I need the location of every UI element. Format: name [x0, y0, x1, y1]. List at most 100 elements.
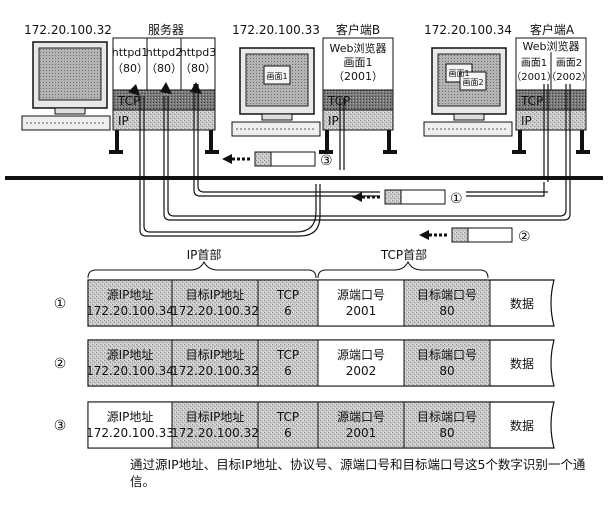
- field-label: 源端口号: [337, 348, 385, 362]
- client-a-computer-icon: [423, 47, 513, 137]
- client-b-title: 客户端B: [336, 22, 380, 37]
- packet-3: [222, 151, 316, 167]
- client-a-app-label: Web浏览器: [523, 39, 580, 53]
- field-label: TCP: [276, 348, 299, 362]
- tcp-header-group-label: TCP首部: [380, 247, 427, 262]
- client-b-protocol-stack: [319, 37, 397, 154]
- packet-3-marker: ③: [320, 153, 333, 169]
- row-number: ①: [54, 296, 67, 312]
- ip-header-group-label: IP首部: [187, 247, 222, 262]
- arrowheads: [128, 82, 202, 96]
- client-b-ip-label: 172.20.100.33: [232, 23, 320, 37]
- header-field-cell: [317, 401, 405, 449]
- data-payload-label: 数据: [510, 356, 534, 371]
- packet-2-marker: ②: [518, 229, 531, 245]
- field-value: 172.20.100.33: [86, 426, 174, 440]
- client-b-port-label: （2001）: [333, 70, 383, 83]
- client-a-screen-window2-label: 画面2: [462, 78, 483, 87]
- field-value: 6: [284, 304, 292, 318]
- field-label: 目标IP地址: [186, 348, 245, 362]
- field-value: 172.20.100.34: [86, 364, 174, 378]
- field-value: 2001: [346, 304, 377, 318]
- header-field-cell: [87, 279, 173, 327]
- field-value: 172.20.100.32: [171, 304, 259, 318]
- header-field-cell: [171, 279, 259, 327]
- client-a-port1-label: （2001）: [511, 71, 556, 83]
- server-ip-layer-label: IP: [118, 114, 129, 128]
- field-value: 2001: [346, 426, 377, 440]
- header-field-cell: [171, 339, 259, 387]
- server-ip-label: 172.20.100.32: [24, 23, 112, 37]
- field-label: 源IP地址: [107, 288, 154, 302]
- field-value: 6: [284, 364, 292, 378]
- header-field-cell: [403, 279, 491, 327]
- field-value: 172.20.100.32: [171, 364, 259, 378]
- data-payload-label: 数据: [510, 296, 534, 311]
- server-title: 服务器: [148, 22, 184, 37]
- client-a-screen-window1-label: 画面1: [448, 69, 469, 78]
- field-label: 目标IP地址: [186, 410, 245, 424]
- field-value: 80: [439, 426, 454, 440]
- header-table: ①源IP地址172.20.100.34目标IP地址172.20.100.32TC…: [54, 279, 555, 449]
- header-field-cell: [257, 339, 319, 387]
- header-row: ③ 源IP地址 172.20.100.33 目标IP地址 172.20.100.32 TC…: [54, 401, 555, 449]
- header-field-cell: [257, 279, 319, 327]
- client-a-ip-label: 172.20.100.34: [424, 23, 512, 37]
- client-a-port2-label: （2002）: [546, 71, 591, 83]
- field-label: 源IP地址: [107, 348, 154, 362]
- client-a-ip-layer-label: IP: [521, 114, 532, 128]
- field-value: 172.20.100.34: [86, 304, 174, 318]
- httpd2-port: （80）: [146, 62, 182, 75]
- header-field-cell: [87, 339, 173, 387]
- client-b-screen-window-label: 画面1: [266, 72, 287, 81]
- httpd1-port: （80）: [112, 62, 148, 75]
- figure-caption: 通过源IP地址、目标IP地址、协议号、源端口号和目标端口号这5个数字识别一个通信…: [130, 457, 586, 489]
- packet-2: [419, 227, 513, 243]
- client-a-window1-label: 画面1: [521, 58, 547, 69]
- field-label: 源IP地址: [107, 410, 154, 424]
- httpd3-label: httpd3: [180, 46, 217, 59]
- header-field-cell: [171, 401, 259, 449]
- connection-paths: [139, 84, 571, 237]
- field-value: 80: [439, 364, 454, 378]
- header-field-cell: [403, 339, 491, 387]
- server-computer-icon: [21, 41, 111, 131]
- client-a-protocol-stack: [512, 37, 590, 154]
- field-label: 目标端口号: [417, 348, 477, 362]
- client-b-window-label: 画面1: [344, 56, 373, 69]
- client-a-tcp-label: TCP: [520, 94, 543, 108]
- header-group-braces: [87, 260, 489, 279]
- header-field-cell: [403, 401, 491, 449]
- field-label: 目标端口号: [417, 288, 477, 302]
- header-field-cell: [317, 339, 405, 387]
- row-number: ③: [54, 418, 67, 434]
- client-a-title: 客户端A: [530, 22, 575, 37]
- client-b-app-label: Web浏览器: [330, 41, 387, 55]
- row-number: ②: [54, 356, 67, 372]
- client-b-computer-icon: [231, 47, 321, 137]
- field-label: 目标IP地址: [186, 288, 245, 302]
- server-tcp-label: TCP: [117, 94, 140, 108]
- header-field-cell: [257, 401, 319, 449]
- data-payload-label: 数据: [510, 418, 534, 433]
- client-a-window2-label: 画面2: [556, 58, 582, 69]
- httpd2-label: httpd2: [146, 46, 183, 59]
- field-label: 源端口号: [337, 288, 385, 302]
- field-value: 6: [284, 426, 292, 440]
- header-row: ② 源IP地址 172.20.100.34 目标IP地址 172.20.100.32 TC…: [54, 339, 555, 387]
- httpd1-label: httpd1: [112, 46, 149, 59]
- field-label: TCP: [276, 410, 299, 424]
- network-cable: [5, 176, 603, 180]
- field-value: 2002: [346, 364, 377, 378]
- packet-1: [352, 189, 446, 205]
- header-row: ①源IP地址172.20.100.34目标IP地址172.20.100.32TC…: [54, 279, 555, 327]
- field-label: 目标端口号: [417, 410, 477, 424]
- client-b-ip-layer-label: IP: [328, 114, 339, 128]
- packet-1-marker: ①: [450, 191, 463, 207]
- httpd3-port: （80）: [180, 62, 216, 75]
- field-value: 172.20.100.32: [171, 426, 259, 440]
- client-b-tcp-label: TCP: [327, 94, 350, 108]
- field-label: 源端口号: [337, 410, 385, 424]
- header-field-cell: [87, 401, 173, 449]
